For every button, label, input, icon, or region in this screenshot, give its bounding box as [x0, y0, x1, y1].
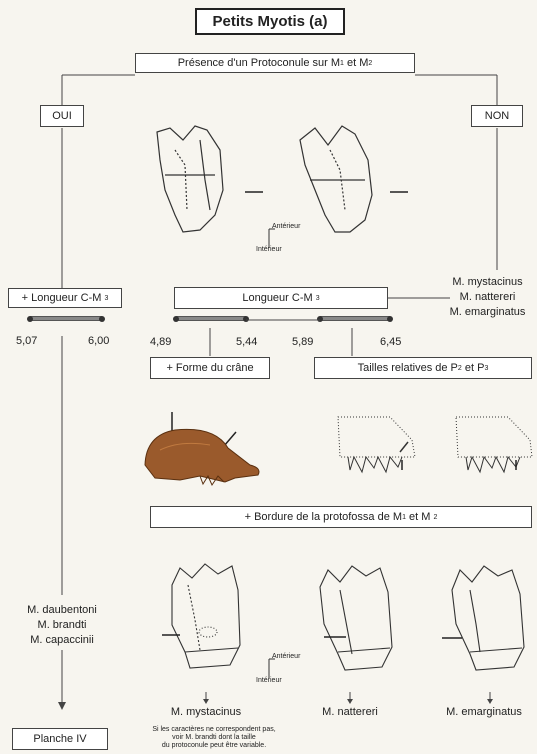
mid-length-box: Longueur C-M 3 [174, 287, 388, 309]
note-line-2: voir M. brandti dont la taille [128, 734, 300, 742]
orientation-interieur-top: Intérieur [256, 246, 282, 254]
non-box: NON [471, 105, 523, 127]
bottom-species-nattereri: M. nattereri [300, 706, 400, 719]
non-species-1: M. mystacinus [440, 276, 535, 289]
mid-length-v2: 5,44 [236, 336, 257, 349]
skull-photo [140, 410, 270, 490]
orientation-anterieur-top: Antérieur [272, 223, 300, 231]
orientation-anterieur-bottom: Antérieur [272, 653, 300, 661]
planche-iv-box: Planche IV [12, 728, 108, 750]
jaw-drawing-nattereri [330, 412, 420, 477]
mid-length-range-bar-1 [176, 316, 246, 321]
left-bar-cap-start [27, 316, 33, 322]
mid-bar2-cap-end [387, 316, 393, 322]
left-species-3: M. capaccinii [10, 634, 114, 647]
left-length-min: 5,07 [16, 335, 37, 348]
oui-box: OUI [40, 105, 84, 127]
tooth-without-protoconule-drawing [290, 120, 420, 245]
bottom-species-emarginatus: M. emarginatus [434, 706, 534, 719]
left-length-max: 6,00 [88, 335, 109, 348]
left-length-box: + Longueur C-M 3 [8, 288, 122, 308]
left-species-2: M. brandti [10, 619, 114, 632]
orientation-interieur-bottom: Intérieur [256, 677, 282, 685]
non-species-2: M. nattereri [440, 291, 535, 304]
diagram-title: Petits Myotis (a) [195, 8, 345, 35]
jaw-drawing-emarginatus [450, 412, 537, 477]
mid-length-range-bar-2 [320, 316, 390, 321]
tooth-mystacinus-drawing [160, 560, 260, 680]
left-bar-cap-end [99, 316, 105, 322]
mid-bar1-cap-start [173, 316, 179, 322]
tooth-emarginatus-drawing [440, 562, 537, 682]
tooth-with-protoconule-drawing [145, 120, 275, 245]
mid-length-v4: 6,45 [380, 336, 401, 349]
left-species-1: M. daubentoni [10, 604, 114, 617]
note-line-3: du protoconule peut être variable. [128, 742, 300, 750]
mid-bars-link [246, 318, 320, 322]
forme-crane-box: + Forme du crâne [150, 357, 270, 379]
note-line-1: Si les caractères ne correspondent pas, [128, 726, 300, 734]
bottom-species-mystacinus: M. mystacinus [156, 706, 256, 719]
tooth-nattereri-drawing [310, 562, 410, 682]
non-species-3: M. emarginatus [440, 306, 535, 319]
mid-length-v3: 5,89 [292, 336, 313, 349]
left-length-range-bar [30, 316, 102, 321]
mid-length-v1: 4,89 [150, 336, 171, 349]
